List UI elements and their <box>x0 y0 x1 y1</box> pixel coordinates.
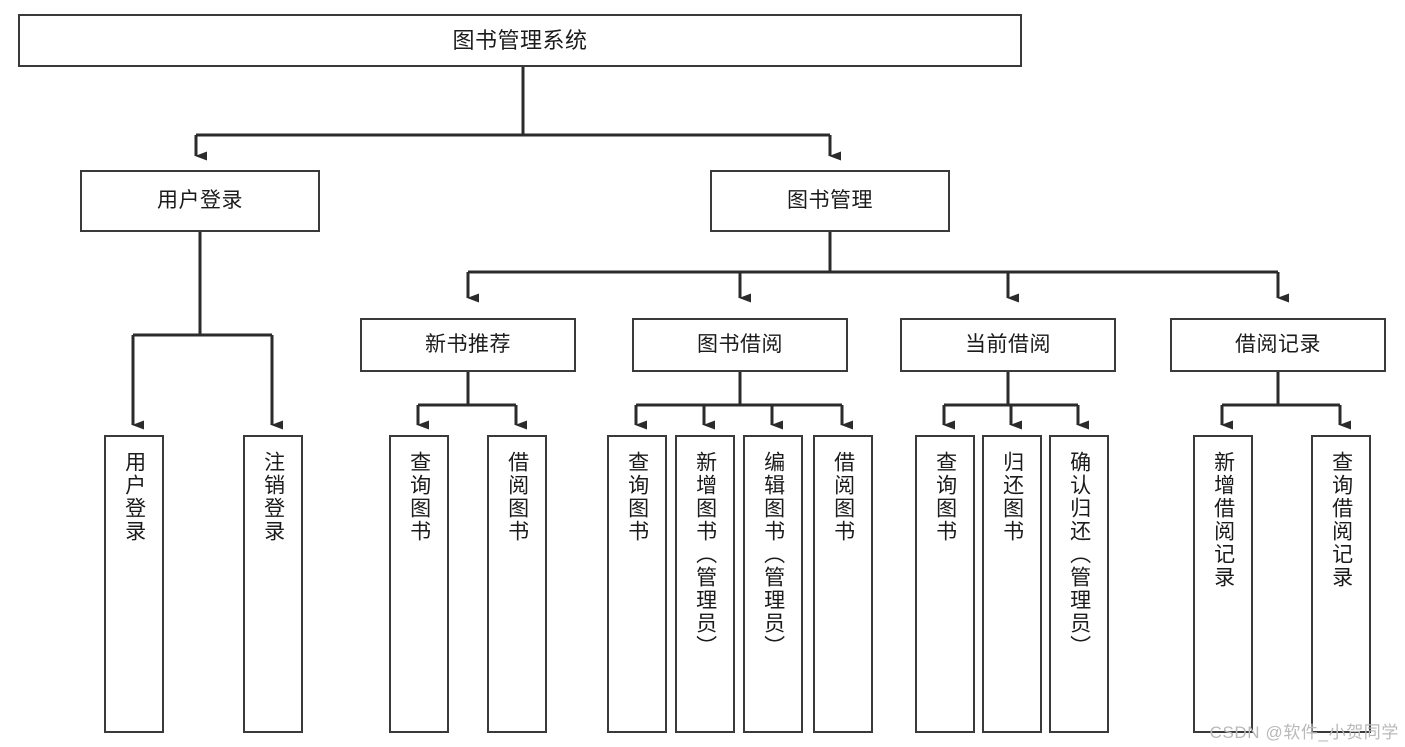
node-label: 图书借阅 <box>697 332 783 356</box>
node-label: 当前借阅 <box>965 332 1051 356</box>
leaf-query-record[interactable]: 查询借阅记录 <box>1311 435 1371 733</box>
node-current-borrow[interactable]: 当前借阅 <box>900 318 1116 372</box>
leaf-query-book-2[interactable]: 查询图书 <box>607 435 667 733</box>
node-label: 新书推荐 <box>425 332 511 356</box>
node-label: 借阅图书 <box>831 451 855 543</box>
leaf-query-book-1[interactable]: 查询图书 <box>389 435 449 733</box>
node-label: 新增借阅记录 <box>1211 451 1235 589</box>
node-user-login[interactable]: 用户登录 <box>80 170 320 232</box>
node-label: 图书管理 <box>787 188 873 212</box>
node-borrow-record[interactable]: 借阅记录 <box>1170 318 1386 372</box>
leaf-query-book-3[interactable]: 查询图书 <box>915 435 975 733</box>
node-new-book-recommend[interactable]: 新书推荐 <box>360 318 576 372</box>
leaf-confirm-return[interactable]: 确认归还（管理员） <box>1049 435 1109 733</box>
leaf-user-login[interactable]: 用户登录 <box>104 435 164 733</box>
csdn-watermark: CSDN @软件_小贺同学 <box>1209 723 1399 742</box>
node-label: 查询图书 <box>625 451 649 543</box>
node-label: 图书管理系统 <box>452 27 588 53</box>
leaf-add-book[interactable]: 新增图书（管理员） <box>675 435 735 733</box>
node-label: 归还图书 <box>1000 451 1024 543</box>
node-label: 编辑图书（管理员） <box>761 451 785 658</box>
node-label: 借阅记录 <box>1235 332 1321 356</box>
node-root-system[interactable]: 图书管理系统 <box>18 14 1022 67</box>
leaf-add-record[interactable]: 新增借阅记录 <box>1193 435 1253 733</box>
node-label: 查询图书 <box>407 451 431 543</box>
node-label: 借阅图书 <box>505 451 529 543</box>
node-label: 查询借阅记录 <box>1329 451 1353 589</box>
leaf-logout-login[interactable]: 注销登录 <box>243 435 303 733</box>
node-book-manage[interactable]: 图书管理 <box>710 170 950 232</box>
node-label: 用户登录 <box>157 188 243 212</box>
leaf-borrow-book-1[interactable]: 借阅图书 <box>487 435 547 733</box>
node-label: 用户登录 <box>122 451 146 543</box>
leaf-return-book[interactable]: 归还图书 <box>982 435 1042 733</box>
leaf-edit-book[interactable]: 编辑图书（管理员） <box>743 435 803 733</box>
node-book-borrow[interactable]: 图书借阅 <box>632 318 848 372</box>
node-label: 新增图书（管理员） <box>693 451 717 658</box>
node-label: 查询图书 <box>933 451 957 543</box>
node-label: 注销登录 <box>261 451 285 543</box>
leaf-borrow-book-2[interactable]: 借阅图书 <box>813 435 873 733</box>
node-label: 确认归还（管理员） <box>1067 451 1091 658</box>
